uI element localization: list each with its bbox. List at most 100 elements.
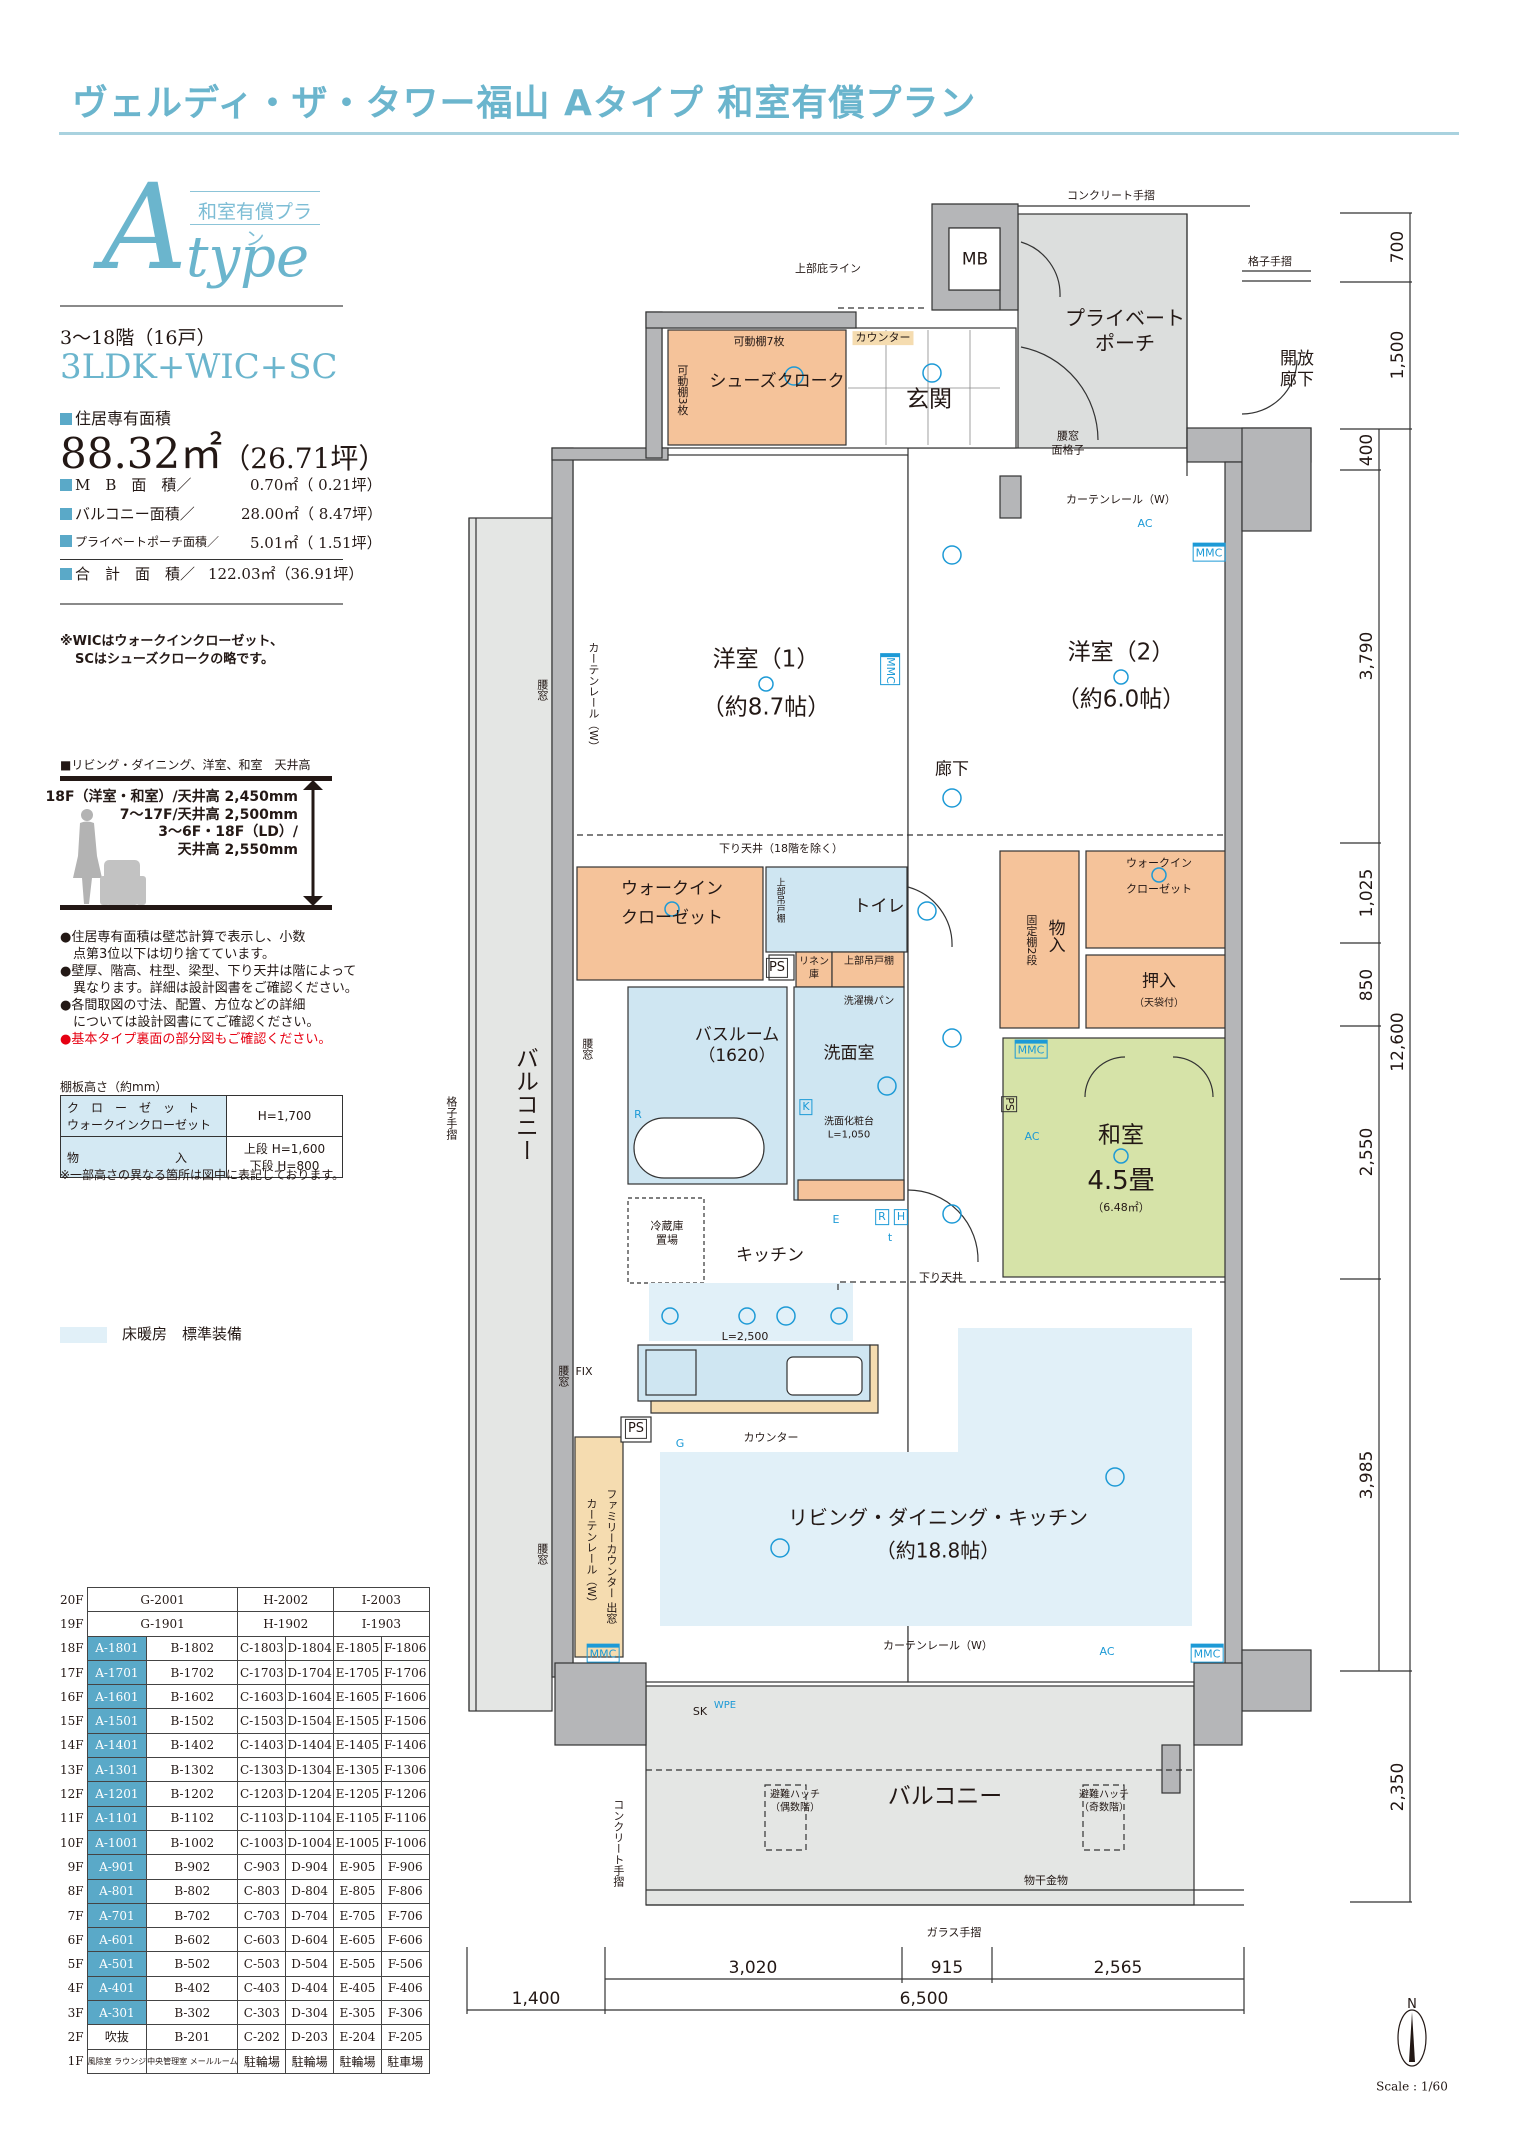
- mmc-icon: MMC: [1014, 1039, 1048, 1059]
- dimension-label: 1,400: [511, 1989, 561, 2009]
- unit-cell: E-1805: [333, 1635, 382, 1661]
- unit-cell: D-804: [285, 1878, 335, 1904]
- unit-cell: D-1804: [285, 1635, 335, 1661]
- floor-label: 17F: [60, 1665, 84, 1680]
- label-bathroom: バスルーム（1620）: [694, 1024, 780, 1066]
- label-upper-cabinet: 上部吊戸棚: [844, 955, 894, 967]
- wic-1-area: [576, 866, 764, 981]
- unit-cell: C-603: [237, 1927, 287, 1953]
- logo-line: [190, 191, 320, 192]
- label-room-2-size: （約6.0帖）: [1056, 686, 1186, 713]
- logo-line: [190, 224, 320, 225]
- ceiling-header: ■リビング・ダイニング、洋室、和室 天井高: [60, 758, 311, 772]
- spec-row-balcony: バルコニー面積／28.00㎡（ 8.47坪）: [60, 503, 382, 524]
- unit-cell: D-1504: [285, 1708, 335, 1734]
- note-line: 異なります。詳細は設計図書をご確認ください。: [60, 981, 358, 996]
- unit-cell: D-704: [285, 1902, 335, 1929]
- floor-label: 3F: [67, 2005, 84, 2020]
- unit-cell: B-802: [146, 1878, 239, 1904]
- unit-cell: F-1706: [380, 1659, 430, 1686]
- label-r: R: [875, 1209, 889, 1225]
- unit-cell: 駐輪場: [333, 2048, 382, 2074]
- floor-label: 10F: [60, 1835, 84, 1850]
- note-line: 点第3位以下は切り捨てています。: [60, 947, 275, 962]
- divider: [60, 559, 343, 560]
- label-washitsu: 和室: [1098, 1122, 1144, 1149]
- floor-label: 7F: [67, 1908, 84, 1923]
- divider: [60, 603, 343, 605]
- abbrev-note: ※WICはウォークインクローゼット、: [60, 634, 284, 649]
- floor-label: 5F: [67, 1957, 84, 1972]
- unit-cell: F-1306: [380, 1757, 430, 1783]
- unit-cell: E-204: [333, 2024, 382, 2050]
- note-line: ●各間取図の寸法、配置、方位などの詳細: [60, 998, 306, 1013]
- label-fixed-shelf: 固定棚2段: [1024, 914, 1038, 966]
- unit-cell: H-1902: [237, 1611, 335, 1637]
- unit-cell: 駐輪場: [237, 2048, 287, 2074]
- armchair-icon: [100, 860, 146, 905]
- label-ldk: リビング・ダイニング・キッチン: [788, 1505, 1088, 1530]
- unit-cell: F-906: [380, 1854, 430, 1880]
- dimension-label: 3,985: [1357, 1450, 1377, 1500]
- label-kitchen-length: L=2,500: [721, 1330, 769, 1344]
- unit-cell: C-1103: [237, 1805, 287, 1831]
- label-ps: PS: [765, 957, 789, 979]
- floor-heating-swatch: [60, 1327, 107, 1343]
- unit-cell: F-1006: [380, 1829, 430, 1856]
- sink-icon: [786, 1356, 863, 1396]
- unit-cell: A-301: [86, 2000, 148, 2026]
- label-waist-window: 腰窓: [556, 1365, 570, 1387]
- label-r: R: [634, 1108, 642, 1122]
- washroom-area: [793, 986, 905, 1201]
- label-washroom: 洗面室: [823, 1043, 875, 1064]
- unit-cell: B-1602: [146, 1684, 239, 1710]
- label-washitsu-size: 4.5畳: [1087, 1165, 1155, 1196]
- abbrev-note: SCはシューズクロークの略です。: [75, 652, 274, 667]
- unit-cell: D-904: [285, 1854, 335, 1880]
- storage-area: [999, 850, 1080, 1029]
- unit-cell: E-1605: [333, 1684, 382, 1710]
- unit-cell: A-1701: [86, 1659, 148, 1686]
- floor-heating-label: 床暖房 標準装備: [122, 1325, 243, 1343]
- label-hallway: 廊下: [935, 759, 969, 780]
- unit-cell: C-1203: [237, 1781, 287, 1807]
- spec-row-mb: M B 面 積／0.70㎡（ 0.21坪）: [60, 474, 382, 495]
- shelf-table-title: 棚板高さ（約mm）: [60, 1080, 168, 1094]
- label-ac: AC: [1099, 1645, 1115, 1659]
- unit-cell: E-1505: [333, 1708, 382, 1734]
- label-shelf-3: 可動棚3枚: [675, 364, 689, 416]
- label-counter-sc: カウンター: [852, 331, 914, 345]
- unit-cell: E-805: [333, 1878, 382, 1904]
- label-lattice-rail: 格子手摺: [444, 1096, 458, 1140]
- unit-cell: 駐輪場: [285, 2048, 335, 2074]
- label-glass-rail: ガラス手摺: [926, 1926, 982, 1940]
- label-room-1: 洋室（1）: [712, 646, 820, 673]
- dimension-label: 1,500: [1388, 330, 1408, 380]
- label-waist-window: 腰窓: [535, 1543, 549, 1565]
- floor-label: 13F: [60, 1762, 84, 1777]
- layout-type: 3LDK+WIC+SC: [60, 347, 338, 387]
- label-curtain-rail: カーテンレール（W）: [883, 1639, 993, 1653]
- label-hatch-even: 避難ハッチ（偶数階）: [770, 1789, 820, 1814]
- unit-cell: F-1606: [380, 1684, 430, 1710]
- area-value: 88.32㎡（26.71坪）: [60, 429, 387, 478]
- unit-cell: B-1402: [146, 1732, 239, 1759]
- ceiling-line: [60, 776, 332, 781]
- label-shelf-7: 可動棚7枚: [733, 335, 785, 349]
- unit-cell: F-1206: [380, 1781, 430, 1807]
- label-storage: 物入: [1044, 919, 1065, 953]
- unit-cell: C-403: [237, 1975, 287, 2002]
- label-clothes-hanger: 物干金物: [1024, 1874, 1068, 1888]
- unit-cell: F-1406: [380, 1732, 430, 1759]
- family-counter: [574, 1436, 624, 1658]
